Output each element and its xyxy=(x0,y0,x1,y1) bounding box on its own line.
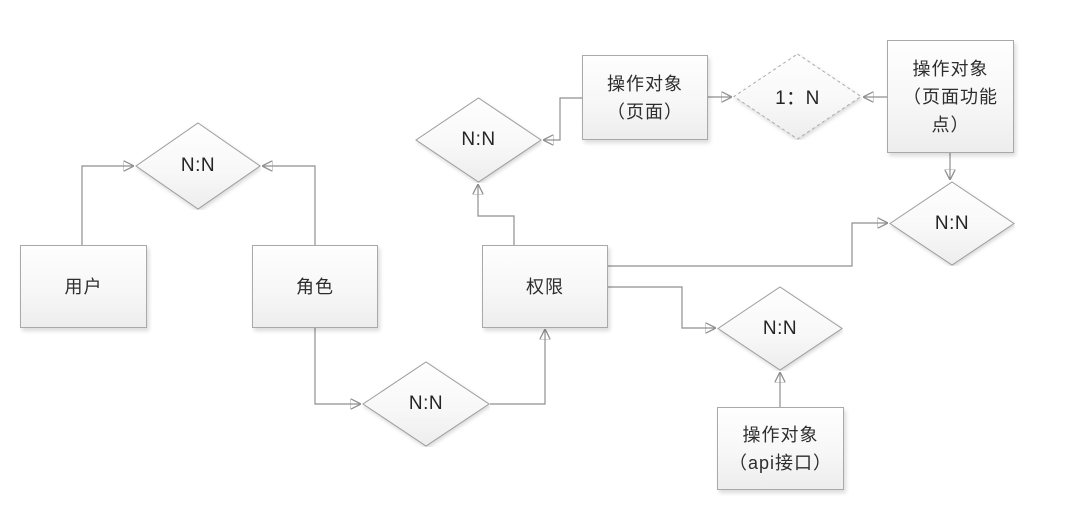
entity-operation-object-page-feature: 操作对象 （页面功能 点） xyxy=(887,40,1014,153)
relationship-role-permission-label: N:N xyxy=(408,393,444,414)
connector-permission-to-permission-page xyxy=(478,185,515,245)
entity-op-page-label-line2: （页面） xyxy=(607,101,683,122)
entity-op-page-label-line1: 操作对象 xyxy=(607,73,683,94)
diamond-shape xyxy=(717,286,843,371)
entity-op-feature-label-line2: （页面功能 xyxy=(903,86,998,107)
relationship-user-role-label: N:N xyxy=(180,155,216,176)
relationship-page-pagefeature: 1：N xyxy=(733,53,862,140)
entity-op-api-label-line1: 操作对象 xyxy=(742,424,819,445)
entity-user-label: 用户 xyxy=(64,276,103,297)
entity-permission-label: 权限 xyxy=(526,276,564,297)
relationship-permission-page: N:N xyxy=(415,97,542,183)
diamond-shape xyxy=(135,122,261,210)
relationship-page-pagefeature-label: 1：N xyxy=(775,88,820,109)
relationship-role-permission: N:N xyxy=(362,361,490,447)
diamond-shape xyxy=(415,97,542,183)
connector-role-to-role-permission xyxy=(314,328,360,404)
connector-role-permission-to-permission xyxy=(490,330,545,405)
entity-op-feature-label-line1: 操作对象 xyxy=(912,58,989,79)
connector-op-page-to-permission-page xyxy=(544,97,582,140)
relationship-pagefeature-permission-label: N:N xyxy=(934,212,970,234)
connector-permission-to-pagefeature-permission xyxy=(608,223,887,267)
entity-op-api-label-line2: （api接口） xyxy=(728,452,833,473)
relationship-pagefeature-permission: N:N xyxy=(889,181,1015,266)
entity-operation-object-api: 操作对象 （api接口） xyxy=(717,407,844,490)
connector-user-to-user-role xyxy=(81,166,133,245)
entity-user: 用户 xyxy=(20,245,147,328)
diamond-shape-dashed xyxy=(733,53,862,140)
entity-op-feature-label-line3: 点） xyxy=(931,114,970,135)
entity-operation-object-page: 操作对象 （页面） xyxy=(582,55,708,140)
relationship-permission-page-label: N:N xyxy=(461,129,496,150)
connector-role-to-user-role xyxy=(263,166,316,245)
entity-permission: 权限 xyxy=(482,245,608,328)
connector-permission-to-permission-api xyxy=(608,286,715,328)
entity-role-label: 角色 xyxy=(296,276,334,297)
relationship-permission-api-label: N:N xyxy=(762,317,798,339)
relationship-user-role: N:N xyxy=(135,122,261,210)
diamond-shape xyxy=(362,361,490,447)
diamond-shape xyxy=(889,181,1015,266)
entity-role: 角色 xyxy=(252,245,378,328)
relationship-permission-api: N:N xyxy=(717,286,843,371)
